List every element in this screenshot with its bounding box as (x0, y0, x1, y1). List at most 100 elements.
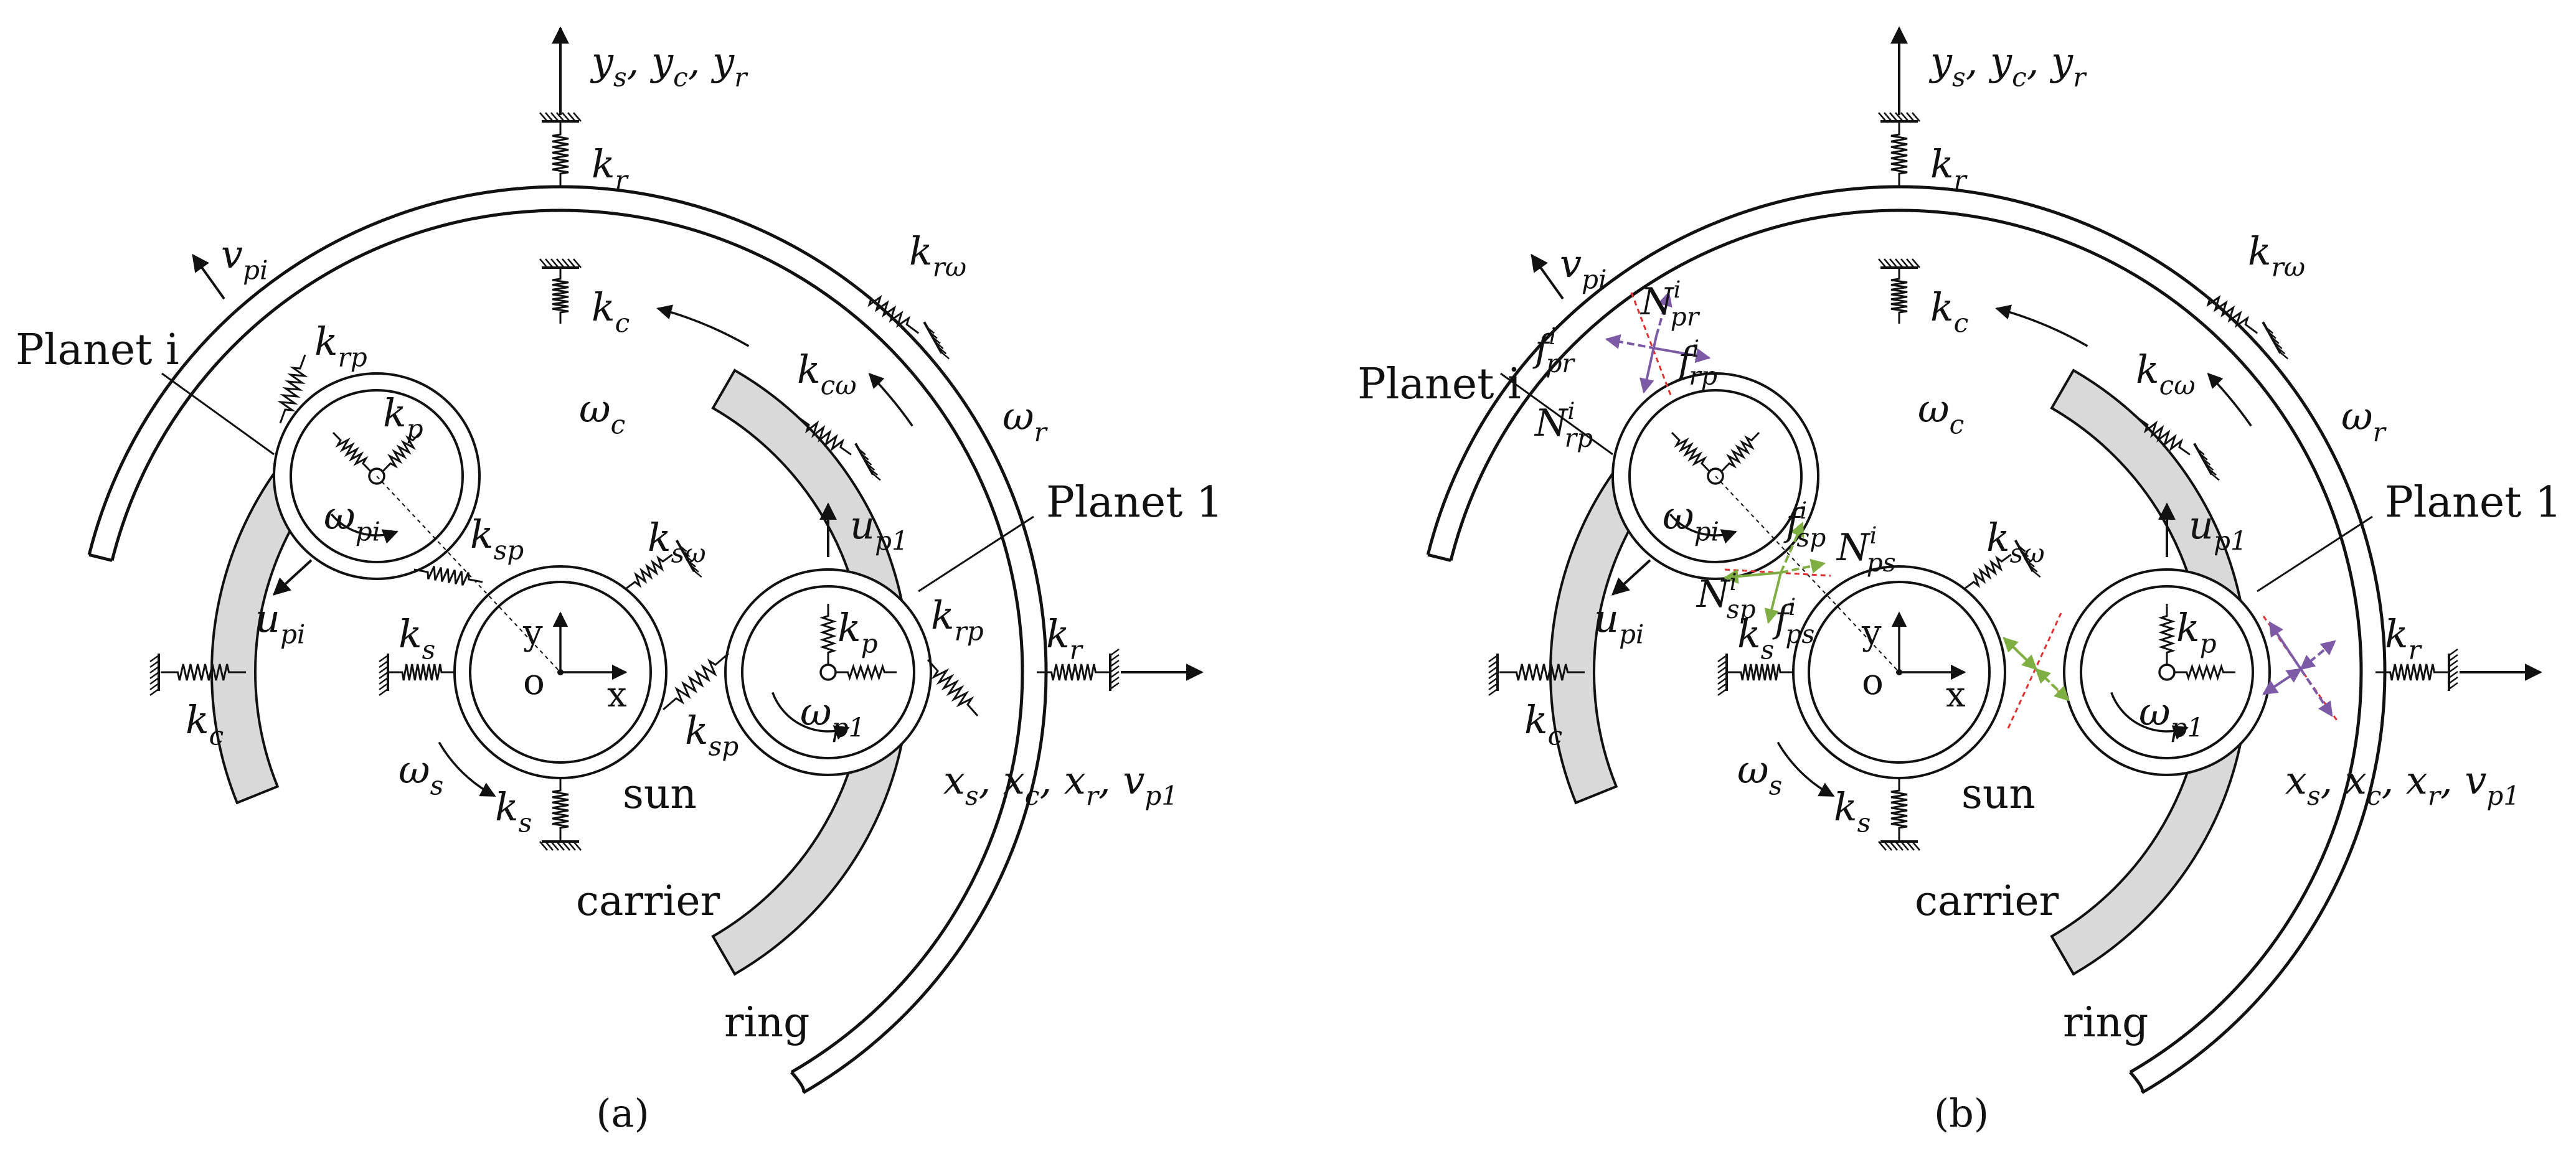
k-r-omega-label-base: k (909, 228, 933, 274)
u-p1-label-sub: p1 (2214, 526, 2247, 556)
sun-local-x-label: x (607, 675, 627, 715)
omega-s-arrow (438, 741, 496, 797)
k-s-left-label: ks (399, 611, 435, 665)
planet-i-label: Planet i (1357, 360, 1521, 409)
f-ps-label-sup: i (1788, 593, 1796, 621)
N-sp-arrow (1723, 569, 1781, 584)
k-c-omega-label-sub: cω (2159, 370, 2196, 401)
v-pi-arrow (192, 253, 225, 300)
k-r-top-label-sub: r (1954, 165, 1968, 195)
p1r-force-c (2268, 621, 2302, 670)
k-s-omega-label-base: k (1986, 515, 2010, 560)
u-p1-label: up1 (850, 502, 908, 556)
ring-ground-top (539, 112, 582, 123)
planet-1-leader (2257, 515, 2373, 593)
ring-end-right (790, 1071, 806, 1094)
ring-spring-top (552, 121, 569, 187)
u-p1-label-base: u (850, 502, 875, 548)
omega-s-label-sub: s (430, 771, 444, 801)
ring-inner (1449, 209, 2363, 1074)
omega-r-label: ωr (2341, 393, 2387, 448)
ring-torsion-spring (2197, 289, 2258, 334)
k-rp-right-label: krp (931, 593, 984, 647)
k-r-right-label: kr (2385, 611, 2423, 665)
omega-p1-arrow (771, 692, 850, 740)
omega-pi-arrow (330, 513, 399, 544)
omega-pi-label-sub: pi (1694, 517, 1719, 547)
k-r-top-label-base: k (592, 141, 615, 187)
planet-1-leader (918, 515, 1034, 593)
omega-c-label: ωc (579, 386, 625, 440)
f-pr-label-sub: pr (1545, 349, 1575, 378)
k-c-omega-label-sub: cω (821, 370, 857, 401)
sun-origin-label: o (523, 660, 545, 703)
sun-origin-label: o (1862, 660, 1884, 703)
k-s-left-label-base: k (399, 611, 422, 657)
omega-c-arrow (1995, 304, 2088, 347)
planet-1-sun-spring (663, 652, 729, 711)
ring-torsion-ground (923, 321, 950, 360)
sun-ground-left (379, 654, 389, 696)
N-pr-label-base: N (1639, 280, 1675, 324)
k-r-top-label: kr (1930, 141, 1968, 195)
p1r-force-b (2300, 640, 2336, 670)
k-sp-bottom-label-base: k (685, 708, 709, 753)
k-c-left-label: kc (186, 697, 224, 751)
f-ps-arrow (1764, 572, 1782, 624)
k-rp-left-label: krp (314, 319, 367, 373)
planet-i-spring-b (382, 431, 422, 472)
planet-1-hub (2158, 664, 2176, 681)
omega-p1-arrow (2110, 692, 2189, 740)
carrier-label: carrier (576, 877, 720, 925)
k-s-left-label-sub: s (1761, 635, 1775, 665)
planet-i-label: Planet i (16, 326, 179, 375)
p1r-force-a (2262, 668, 2302, 695)
k-s-bottom-label: ks (1834, 784, 1871, 838)
omega-pi-label-base: ω (1663, 493, 1694, 538)
k-p-right-label-sub: p (2200, 629, 2217, 659)
k-rp-left-label-sub: rp (338, 342, 367, 373)
carrier-ground-left (1488, 654, 1499, 696)
sun-torsion-ground (2014, 540, 2041, 578)
k-p-right-label-base: k (837, 605, 861, 650)
f-sp-arrow (1780, 521, 1805, 573)
sun-torsion-spring (1963, 553, 2012, 590)
carrier-torsion-ground (854, 443, 881, 481)
N-pr-arrow (1655, 291, 1673, 337)
omega-r-arrow (2207, 372, 2252, 427)
N-ps-label-sup: i (1870, 522, 1877, 549)
k-s-bottom-label-sub: s (1857, 808, 1871, 838)
planet-1-spring-horizontal (836, 664, 897, 681)
k-c-omega-label-base: k (797, 347, 821, 392)
omega-c-label-base: ω (579, 386, 611, 431)
carrier-spring-top (552, 268, 569, 324)
k-p-right-label-base: k (2176, 605, 2200, 650)
k-c-left-label: kc (1524, 697, 1562, 751)
k-s-left-label-sub: s (422, 635, 436, 665)
k-s-omega-label-base: k (648, 515, 671, 560)
carrier-torsion-spring (798, 416, 852, 456)
p1s-force-b (2035, 668, 2070, 701)
k-r-right-label-base: k (1046, 611, 1070, 657)
carrier-ground-top (539, 258, 582, 269)
v-pi-label-sub: pi (1582, 265, 1606, 295)
planet-i-spring-b (1720, 431, 1760, 472)
planet-i-ring-spring (277, 354, 308, 424)
sun-local-y-label: y (522, 612, 543, 653)
omega-p1-label: ωp1 (800, 689, 865, 743)
sun-spring-bottom (1890, 778, 1908, 840)
f-pr-label-sup: i (1549, 322, 1556, 350)
planet-1-ring-spring (927, 659, 979, 716)
k-r-right-label-base: k (2385, 611, 2409, 657)
pr-contact-line (1630, 292, 1673, 399)
panel-caption: (a) (596, 1090, 649, 1136)
k-c-left-label-sub: c (1548, 721, 1563, 751)
f-pr-arrow (1605, 334, 1657, 350)
carrier-torsion-spring (2136, 416, 2191, 456)
v-pi-label-base: v (1560, 241, 1582, 286)
u-pi-arrow (272, 559, 313, 596)
k-c-left-label-base: k (1524, 697, 1548, 743)
planet-i-spring-a (332, 431, 372, 472)
k-r-omega-label-sub: rω (933, 252, 967, 283)
